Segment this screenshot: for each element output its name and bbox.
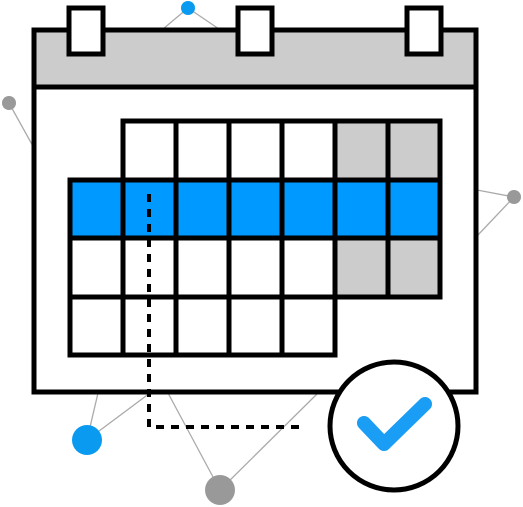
network-line xyxy=(219,392,319,491)
calendar-day-cell xyxy=(279,235,338,300)
calendar-weekend-cell xyxy=(385,235,443,300)
calendar-highlight-cell xyxy=(226,177,285,241)
calendar-highlight-cell xyxy=(173,177,232,241)
calendar-day-cell xyxy=(173,294,232,358)
calendar-highlight-cell xyxy=(332,177,391,241)
calendar-week-1 xyxy=(120,118,443,183)
network-node-gray xyxy=(507,190,521,204)
calendar-day-cell xyxy=(120,118,179,183)
dotted-connector xyxy=(147,194,302,429)
calendar-day-cell xyxy=(67,294,126,358)
calendar-day-cell xyxy=(279,294,338,358)
network-node-gray xyxy=(2,96,16,110)
calendar-week-3 xyxy=(67,235,443,300)
calendar-ring xyxy=(235,5,275,57)
calendar-weekend-cell xyxy=(385,118,443,183)
network-node-blue-large xyxy=(72,425,102,455)
calendar-highlight-cell xyxy=(279,177,338,241)
calendar-day-cell xyxy=(173,235,232,300)
calendar-weekend-cell xyxy=(332,118,391,183)
calendar-icon xyxy=(31,5,479,429)
network-node-blue xyxy=(181,1,195,15)
network-node-gray-large xyxy=(205,475,235,505)
calendar-day-cell xyxy=(226,118,285,183)
calendar-ring xyxy=(404,5,444,57)
calendar-day-cell xyxy=(226,235,285,300)
checkmark-icon xyxy=(357,397,432,451)
calendar-ring xyxy=(66,5,106,57)
calendar-week-4 xyxy=(67,294,338,358)
calendar-day-cell xyxy=(226,294,285,358)
check-badge xyxy=(327,359,461,493)
calendar-highlight-cell xyxy=(67,177,126,241)
network-line xyxy=(167,392,221,491)
calendar-day-cell xyxy=(279,118,338,183)
calendar-week-2-highlighted xyxy=(67,177,443,241)
network-line xyxy=(476,196,515,237)
calendar-day-cell xyxy=(67,235,126,300)
calendar-day-cell xyxy=(173,118,232,183)
calendar-highlight-cell xyxy=(385,177,443,241)
network-line xyxy=(8,102,35,149)
calendar-weekend-cell xyxy=(332,235,391,300)
